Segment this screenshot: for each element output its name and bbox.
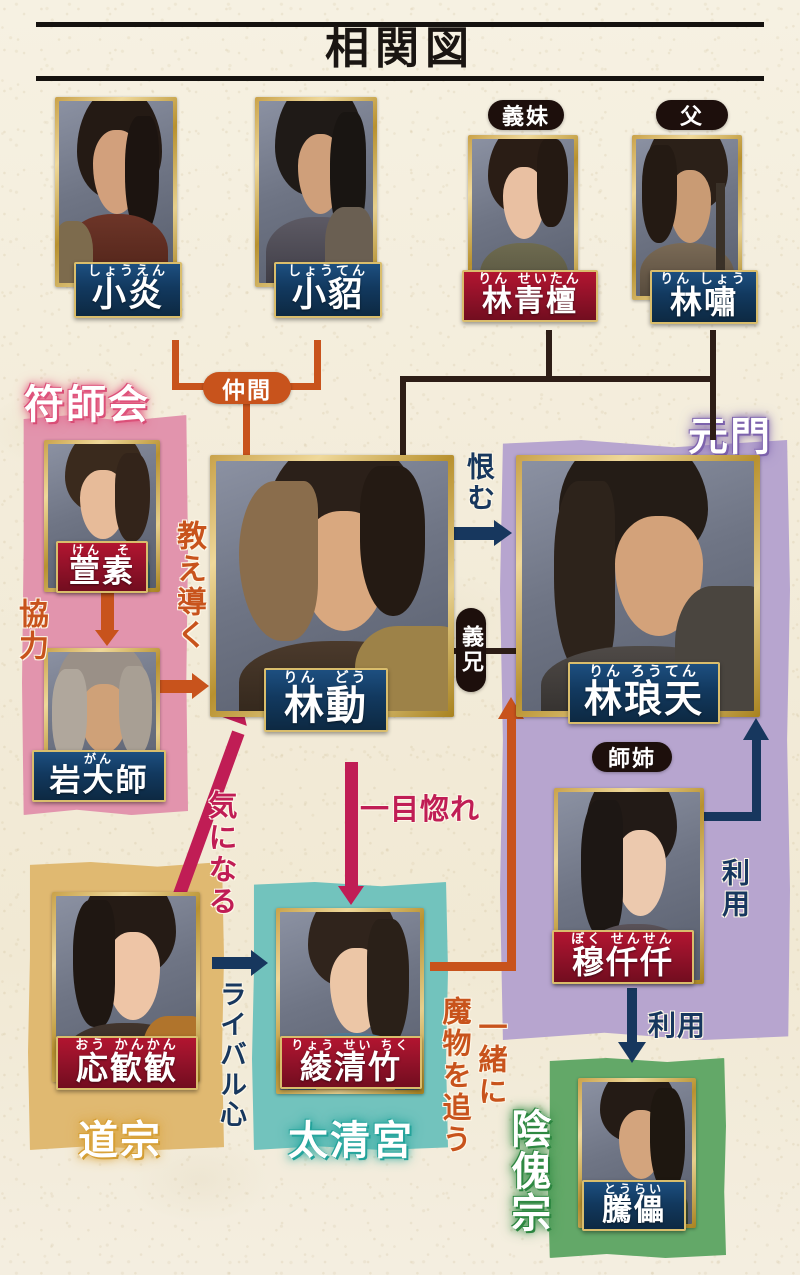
character-card-rindou[interactable] — [210, 455, 454, 717]
relation-label-oshie-michibiku: 教え導く — [171, 520, 206, 652]
badge-chichi: 父 — [656, 100, 728, 130]
relation-label-hitomebore: 一目惚れ — [360, 792, 481, 826]
name-plate-shouten: しょうてん 小貂 — [274, 262, 382, 319]
relation-label-rivalshin: ライバル心 — [215, 980, 246, 1130]
nakama-line-right-down — [314, 340, 321, 390]
kanji-kenso: 萱素 — [69, 554, 135, 590]
card-photo — [522, 461, 754, 711]
family-line-shou-down — [710, 330, 716, 378]
nakama-line-left-down — [172, 340, 179, 390]
hitomebore-arrow-shaft — [345, 762, 358, 890]
name-plate-gandaishi: がん 岩大師 — [32, 750, 166, 803]
name-plate-kenso: けん そ 萱素 — [56, 541, 148, 594]
kanji-rinseitan: 林青檀 — [482, 284, 578, 319]
character-card-shouten[interactable] — [255, 97, 377, 287]
name-plate-tourai: とうらい 騰儡 — [582, 1180, 686, 1232]
relation-label-issho: 一緒に — [474, 1012, 508, 1108]
badge-shishi: 師姉 — [592, 742, 672, 772]
kanji-rinshou: 林嘯 — [669, 283, 738, 321]
kanji-shouten: 小貂 — [292, 275, 364, 315]
issho-line-horizontal — [430, 962, 516, 971]
name-plate-rindou: りん どう 林動 — [264, 668, 388, 732]
nakama-line-stem — [243, 383, 250, 461]
furigana-rinshou: りん しょう — [660, 272, 748, 287]
card-photo — [472, 139, 574, 296]
riyou2-arrow-shaft — [627, 988, 637, 1046]
furigana-bokusensen: ぼく せんせん — [571, 932, 675, 947]
name-plate-ryouseichiku: りょう せい ちく 綾清竹 — [280, 1036, 422, 1090]
name-plate-rinseitan: りん せいたん 林青檀 — [462, 270, 598, 323]
relation-label-riyou-1: 利用 — [718, 858, 751, 920]
group-label-doushuu: 道宗 — [78, 1117, 162, 1164]
character-card-shouen[interactable] — [55, 97, 177, 287]
title-rule-top — [36, 22, 764, 27]
kanji-bokusensen: 穆仟仟 — [571, 943, 674, 981]
kyouryoku-arrow-head — [95, 630, 119, 646]
badge-gikei: 義兄 — [456, 608, 486, 692]
furigana-rinrouten: りん ろうてん — [589, 664, 699, 680]
kanji-ryouseichiku: 綾清竹 — [299, 1048, 402, 1086]
name-plate-oukankan: おう かんかん 応歓歓 — [56, 1036, 198, 1091]
oshie-arrow-head — [192, 673, 209, 699]
relation-label-uramu: 恨む — [463, 452, 496, 514]
furigana-rinseitan: りん せいたん — [478, 272, 582, 287]
page-title: 相関図 — [325, 23, 475, 74]
uramu-arrow-shaft — [452, 527, 496, 540]
furigana-ryouseichiku: りょう せい ちく — [291, 1038, 411, 1052]
group-label-taiseikyu: 太清宮 — [288, 1117, 414, 1164]
family-line-gikei-horizontal — [452, 648, 562, 654]
riyou-line-horizontal — [703, 812, 761, 821]
furigana-oukankan: おう かんかん — [75, 1038, 179, 1053]
relation-label-kyouryoku: 協力 — [13, 598, 48, 662]
name-plate-bokusensen: ぼく せんせん 穆仟仟 — [552, 930, 694, 985]
name-plate-rinshou: りん しょう 林嘯 — [650, 270, 758, 325]
kanji-gandaishi: 岩大師 — [49, 763, 149, 799]
group-label-fushikai: 符師会 — [24, 381, 150, 428]
family-line-seitan-down — [546, 330, 552, 378]
rival-arrow-shaft — [212, 957, 254, 969]
card-photo — [259, 101, 373, 283]
furigana-tourai: とうらい — [603, 1182, 664, 1196]
uramu-arrow-head — [494, 520, 512, 546]
family-line-genmon-down — [710, 376, 716, 440]
badge-nakama: 仲間 — [203, 372, 291, 404]
card-photo — [59, 101, 173, 283]
name-plate-shouen: しょうえん 小炎 — [74, 262, 182, 319]
group-label-inkaishu: 陰傀宗 — [504, 1108, 552, 1234]
group-label-genmon: 元門 — [688, 413, 772, 460]
badge-gimai: 義妹 — [488, 100, 564, 130]
relation-label-mamono: 魔物を追う — [438, 996, 472, 1156]
furigana-rindou: りん どう — [283, 670, 369, 686]
kanji-rinrouten: 林琅天 — [583, 676, 704, 721]
furigana-gandaishi: がん — [83, 752, 114, 766]
kyouryoku-arrow-shaft — [101, 592, 114, 634]
riyou-arrow-head — [743, 718, 769, 740]
furigana-kenso: けん そ — [71, 543, 132, 557]
card-photo — [636, 139, 738, 296]
family-line-to-rindou — [400, 376, 406, 466]
title-rule-bottom — [36, 76, 764, 81]
kanji-shouen: 小炎 — [92, 275, 164, 315]
kanji-oukankan: 応歓歓 — [75, 1049, 178, 1087]
name-plate-rinrouten: りん ろうてん 林琅天 — [568, 662, 720, 724]
kanji-rindou: 林動 — [284, 682, 368, 729]
oshie-arrow-shaft — [152, 680, 194, 693]
rival-arrow-head — [251, 950, 268, 976]
hitomebore-arrow-head — [338, 886, 364, 905]
family-line-horizontal — [400, 376, 716, 382]
furigana-shouen: しょうえん — [87, 264, 168, 279]
issho-line-vertical — [507, 718, 516, 968]
kanji-tourai: 騰儡 — [602, 1193, 666, 1228]
relation-label-kininaru: 気になる — [204, 790, 238, 918]
riyou-line-vertical — [752, 740, 761, 818]
riyou2-arrow-head — [618, 1042, 646, 1063]
relation-label-riyou-2: 利用 — [648, 1009, 707, 1042]
furigana-shouten: しょうてん — [287, 264, 368, 279]
